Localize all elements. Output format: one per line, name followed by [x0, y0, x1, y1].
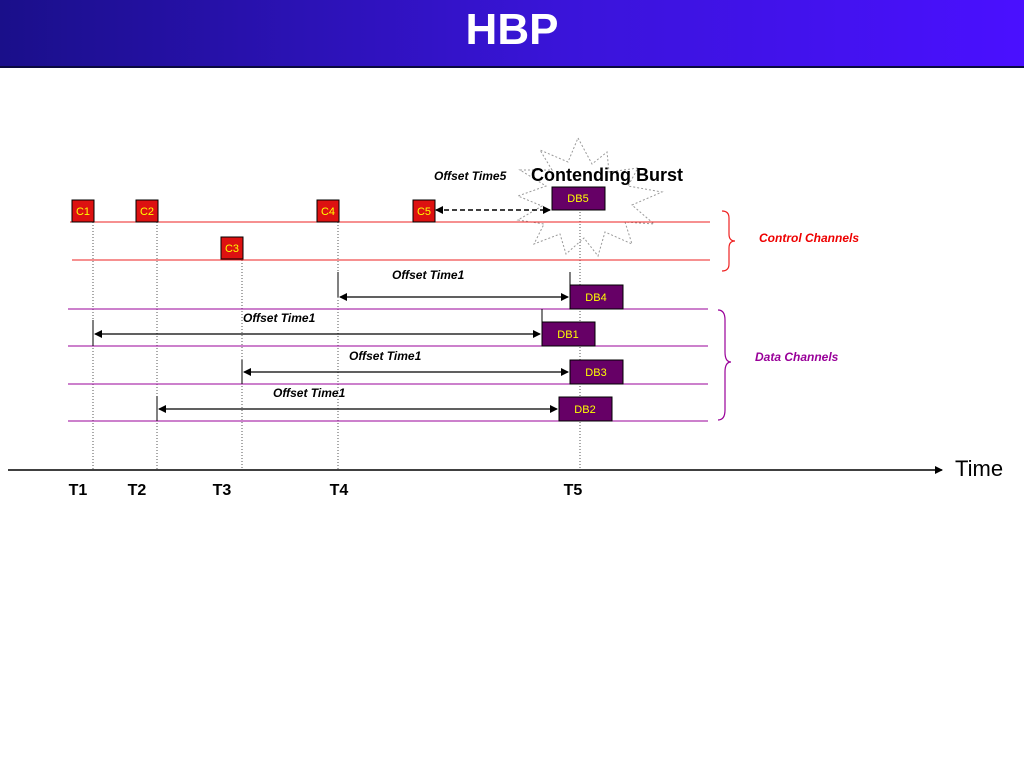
time-tick-t3: T3: [213, 482, 232, 499]
title-bar: HBP: [0, 0, 1024, 68]
data-channels-label: Data Channels: [755, 350, 839, 364]
data-burst-db3: DB3: [569, 359, 624, 385]
control-burst-c5: C5: [412, 199, 436, 223]
data-channels-brace: [717, 309, 732, 421]
control-burst-label: C2: [140, 206, 154, 218]
offset-label-db4: Offset Time1: [392, 268, 465, 282]
time-tick-t5: T5: [564, 482, 583, 499]
offset-label-time5: Offset Time5: [434, 169, 507, 183]
control-burst-label: C1: [76, 206, 90, 218]
offset-label-db1: Offset Time1: [243, 311, 316, 325]
control-burst-label: C4: [321, 206, 335, 218]
data-burst-label: DB4: [585, 292, 606, 304]
contending-burst-label: Contending Burst: [531, 165, 683, 185]
control-burst-label: C5: [417, 206, 431, 218]
offset-label-db3: Offset Time1: [349, 349, 422, 363]
control-channels-label: Control Channels: [759, 231, 859, 245]
control-burst-c2: C2: [135, 199, 159, 223]
time-tick-t4: T4: [330, 482, 349, 499]
time-tick-t1: T1: [69, 482, 88, 499]
data-burst-db2: DB2: [558, 396, 613, 422]
data-burst-db4: DB4: [569, 284, 624, 310]
control-burst-c1: C1: [71, 199, 95, 223]
time-tick-t2: T2: [128, 482, 147, 499]
page-title: HBP: [465, 5, 559, 54]
data-burst-label: DB3: [585, 367, 606, 379]
control-burst-c4: C4: [316, 199, 340, 223]
data-burst-label: DB1: [557, 329, 578, 341]
offset-label-db2: Offset Time1: [273, 386, 346, 400]
time-axis-label: Time: [955, 456, 1003, 481]
data-burst-db1: DB1: [541, 321, 596, 347]
data-burst-label: DB2: [574, 404, 595, 416]
control-burst-label: C3: [225, 243, 239, 255]
control-burst-c3: C3: [220, 236, 244, 260]
control-channels-brace: [721, 210, 736, 272]
data-burst-label: DB5: [567, 193, 588, 205]
data-burst-db5: DB5: [551, 186, 606, 211]
